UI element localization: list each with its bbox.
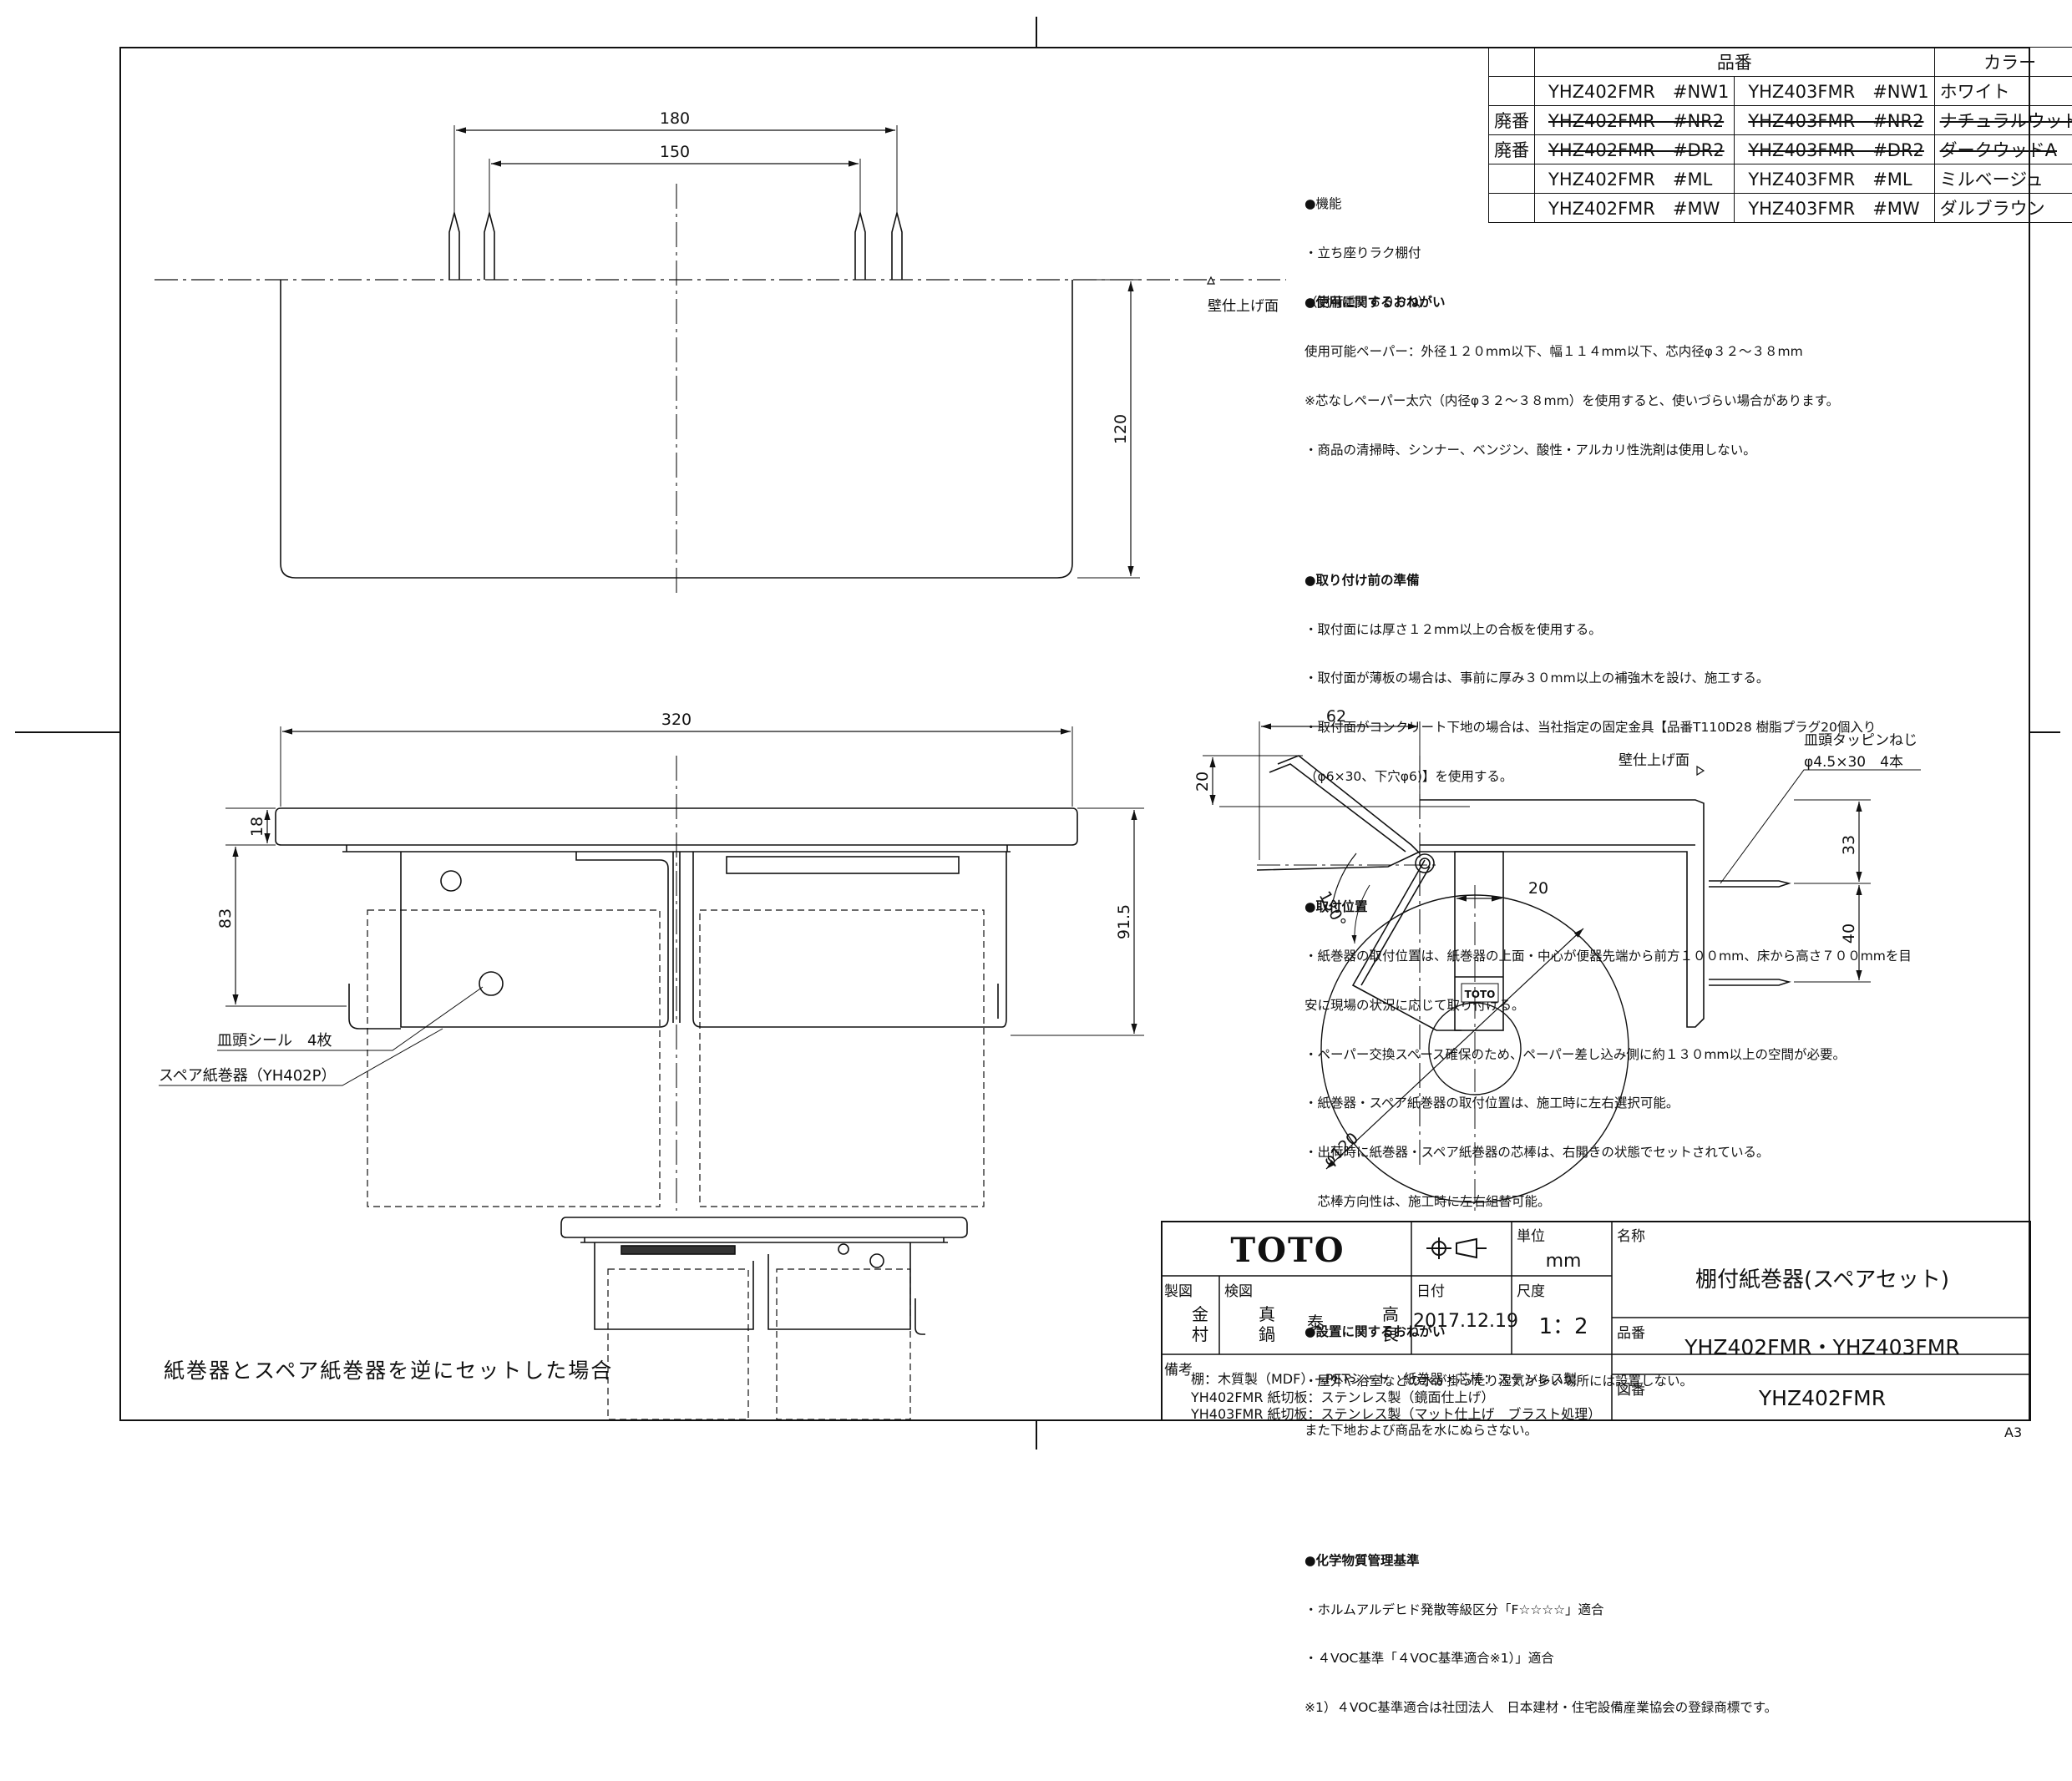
spare-holder-label: スペア紙巻器（YH402P） [159,1067,336,1085]
wall-finish-label-side: 壁仕上げ面 [1619,752,1690,769]
sheet-size: A3 [2004,1424,2022,1440]
dim-320: 320 [661,711,692,729]
screw-spec: φ4.5×30 4本 [1804,754,1903,771]
dim-150: 150 [660,143,690,161]
brand-logo: TOTO [1188,1231,1388,1270]
dim-83: 83 [216,908,235,928]
toto-mark-on-holder: TOTO [1465,989,1496,1000]
dim-20-vertical: 20 [1193,772,1212,792]
drawn-value-2: 村 [1188,1321,1213,1345]
checked-value-3: 泰 [1303,1309,1328,1333]
title-block: TOTO 単位 mm 名称 棚付紙巻器(スペアセット) 製図 金 村 検図 真 … [1161,1221,2031,1421]
drawing-number-value: YHZ402FMR [1614,1386,2031,1410]
checked-value-5: 良 [1378,1321,1403,1345]
dim-roll-diameter: φ120 [1320,1129,1362,1170]
screw-name: 皿頭タッピンねじ [1804,732,1917,749]
alternate-front-view [561,1217,967,1419]
dim-33: 33 [1840,835,1858,855]
remarks-line-3: YH403FMR 紙切板：ステンレス製（マット仕上げ ブラスト処理） [1191,1403,1601,1423]
date-value: 2017.12.19 [1413,1311,1513,1332]
unit-value: mm [1513,1251,1614,1272]
dim-62: 62 [1326,707,1346,726]
remarks-line-1: 棚：木質製（MDF）+PETシート 紙巻器・芯棒：ステンレス製 [1191,1368,1577,1388]
seal-label: 皿頭シール 4枚 [217,1032,332,1050]
name-label: 名称 [1617,1224,1645,1245]
part-value: YHZ402FMR・YHZ403FMR [1614,1331,2031,1361]
dim-18: 18 [248,817,266,837]
front-view [159,726,1144,1211]
checked-value-2: 鍋 [1254,1321,1279,1345]
side-view [1203,721,1921,1211]
dim-40: 40 [1840,923,1858,944]
name-value: 棚付紙巻器(スペアセット) [1614,1262,2031,1293]
dim-20-horizontal: 20 [1528,879,1548,898]
alternate-setup-caption: 紙巻器とスペア紙巻器を逆にセットした場合 [164,1354,613,1384]
note-section-chemical: ●化学物質管理基準 ・ホルムアルデヒド発散等級区分「F☆☆☆☆」適合 ・４VOC… [1304,1520,2023,1749]
drawn-label: 製図 [1164,1279,1193,1300]
dim-91-5: 91.5 [1115,904,1133,939]
remarks-label: 備考 [1164,1358,1193,1379]
scale-label: 尺度 [1517,1279,1545,1300]
dim-120: 120 [1112,414,1130,444]
dim-130-degree: 130° [1315,888,1350,931]
wall-finish-label-top: 壁仕上げ面 [1208,298,1279,315]
unit-label: 単位 [1517,1224,1545,1245]
top-view [155,125,1286,595]
checked-label: 検図 [1224,1279,1253,1300]
date-label: 日付 [1416,1279,1445,1300]
dim-180: 180 [660,109,690,128]
scale-value: 1：2 [1513,1309,1614,1340]
